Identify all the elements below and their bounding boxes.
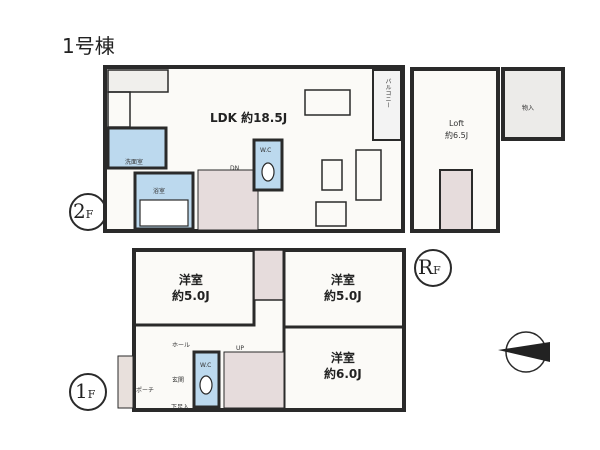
kitchen-counter	[107, 69, 169, 93]
marker-1f-label: 1F	[75, 379, 95, 403]
stairs-2f	[197, 169, 259, 231]
hall-label: ホール	[172, 342, 191, 349]
up-label: UP	[236, 345, 245, 352]
bathtub	[139, 199, 189, 227]
dn-label: DN	[230, 165, 240, 172]
coffee-table	[321, 159, 343, 191]
marker-rf-label: RF	[418, 255, 441, 279]
marker-rf	[414, 249, 452, 287]
marker-1f-sub: F	[87, 388, 96, 401]
loft-label: Loft 約6.5J	[445, 118, 468, 142]
storage	[501, 67, 565, 141]
room-a-label: 洋室約5.0J	[172, 272, 210, 304]
marker-1f	[69, 373, 107, 411]
storage-label: 物入	[522, 105, 535, 112]
loft-size: 約6.5J	[445, 131, 469, 140]
porch	[117, 355, 134, 409]
building-title: 1号棟	[62, 34, 115, 58]
washroom	[106, 126, 168, 170]
marker-1f-main: 1	[75, 379, 88, 403]
room-b-name: 洋室	[330, 273, 355, 287]
washroom-label: 洗面室	[125, 159, 144, 166]
dining-table	[304, 89, 351, 116]
room-c-name: 洋室	[330, 351, 355, 365]
shoe-box-label: 下足入	[171, 404, 190, 411]
room-c-size: 約6.0J	[324, 367, 362, 381]
balcony	[372, 69, 402, 141]
sofa	[355, 149, 382, 201]
marker-2f-sub: F	[85, 208, 94, 221]
marker-2f	[69, 193, 107, 231]
room-b-size: 約5.0J	[324, 289, 362, 303]
porch-label: ポーチ	[136, 387, 155, 394]
balcony-label: バルコニー	[384, 78, 391, 108]
room-b-label: 洋室約5.0J	[324, 272, 362, 304]
room-c-label: 洋室約6.0J	[324, 350, 362, 382]
loft-name: Loft	[449, 119, 465, 128]
closet-1f	[253, 249, 285, 301]
toilet-1f	[199, 375, 213, 395]
stairs-loft	[439, 169, 473, 231]
marker-2f-main: 2	[73, 199, 86, 223]
marker-rf-sub: F	[433, 264, 441, 277]
wc-1f-label: W.C	[200, 362, 212, 369]
marker-2f-label: 2F	[73, 199, 93, 223]
toilet-2f	[261, 162, 275, 182]
wc-2f-label: W.C	[260, 147, 272, 154]
entrance-label: 玄関	[172, 377, 185, 384]
ldk-label: LDK 約18.5J	[210, 111, 288, 125]
room-a-name: 洋室	[178, 273, 203, 287]
bath-label: 浴室	[153, 188, 166, 195]
armchair	[315, 201, 347, 227]
room-a-size: 約5.0J	[172, 289, 210, 303]
stairs-1f	[223, 351, 285, 409]
marker-rf-main: R	[418, 255, 434, 279]
north-arrow-icon	[498, 342, 550, 362]
